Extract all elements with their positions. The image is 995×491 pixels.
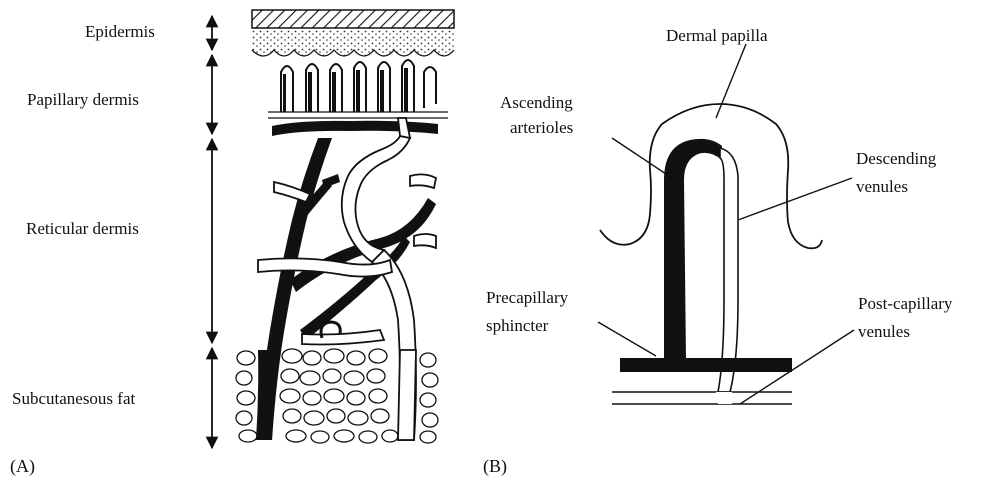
- label-ascending-line2: arterioles: [510, 118, 573, 137]
- label-ascending-line1: Ascending: [500, 93, 573, 112]
- post-capillary-venule-lines: [612, 392, 792, 404]
- stratum-corneum-hatch: [252, 10, 454, 28]
- label-precapillary-line2: sphincter: [486, 316, 549, 335]
- panel-a-illustration: [236, 10, 454, 443]
- panel-b-label: (B): [483, 456, 507, 477]
- venous-trunk-lower: [398, 350, 416, 440]
- panel-b-labels: Dermal papilla Ascending arterioles Desc…: [483, 26, 953, 477]
- superficial-arterial-plexus: [272, 121, 438, 136]
- leader-precapillary-sphincter: [598, 322, 656, 356]
- label-dermal-papilla: Dermal papilla: [666, 26, 768, 45]
- label-reticular-dermis: Reticular dermis: [26, 219, 139, 238]
- dermal-papilla-outline: [600, 104, 822, 248]
- superficial-venous-plexus: [268, 112, 448, 118]
- label-subcutaneous-fat: Subcutanesous fat: [12, 389, 136, 408]
- label-descending-line2: venules: [856, 177, 908, 196]
- label-postcapillary-line2: venules: [858, 322, 910, 341]
- label-epidermis: Epidermis: [85, 22, 155, 41]
- terminal-arteriole-band: [620, 358, 792, 372]
- descending-venule: [718, 148, 738, 392]
- panel-b-illustration: [600, 104, 822, 404]
- label-papillary-dermis: Papillary dermis: [27, 90, 139, 109]
- ascending-arteriole: [664, 139, 722, 360]
- label-descending-line1: Descending: [856, 149, 937, 168]
- leader-ascending-arterioles: [612, 138, 672, 178]
- label-precapillary-line1: Precapillary: [486, 288, 569, 307]
- panel-a-labels: Epidermis Papillary dermis Reticular der…: [10, 22, 155, 477]
- leader-descending-venules: [738, 178, 852, 220]
- panel-a-label: (A): [10, 456, 35, 477]
- arterial-trunk-lower: [256, 350, 276, 440]
- venule-junction: [716, 392, 732, 404]
- label-postcapillary-line1: Post-capillary: [858, 294, 953, 313]
